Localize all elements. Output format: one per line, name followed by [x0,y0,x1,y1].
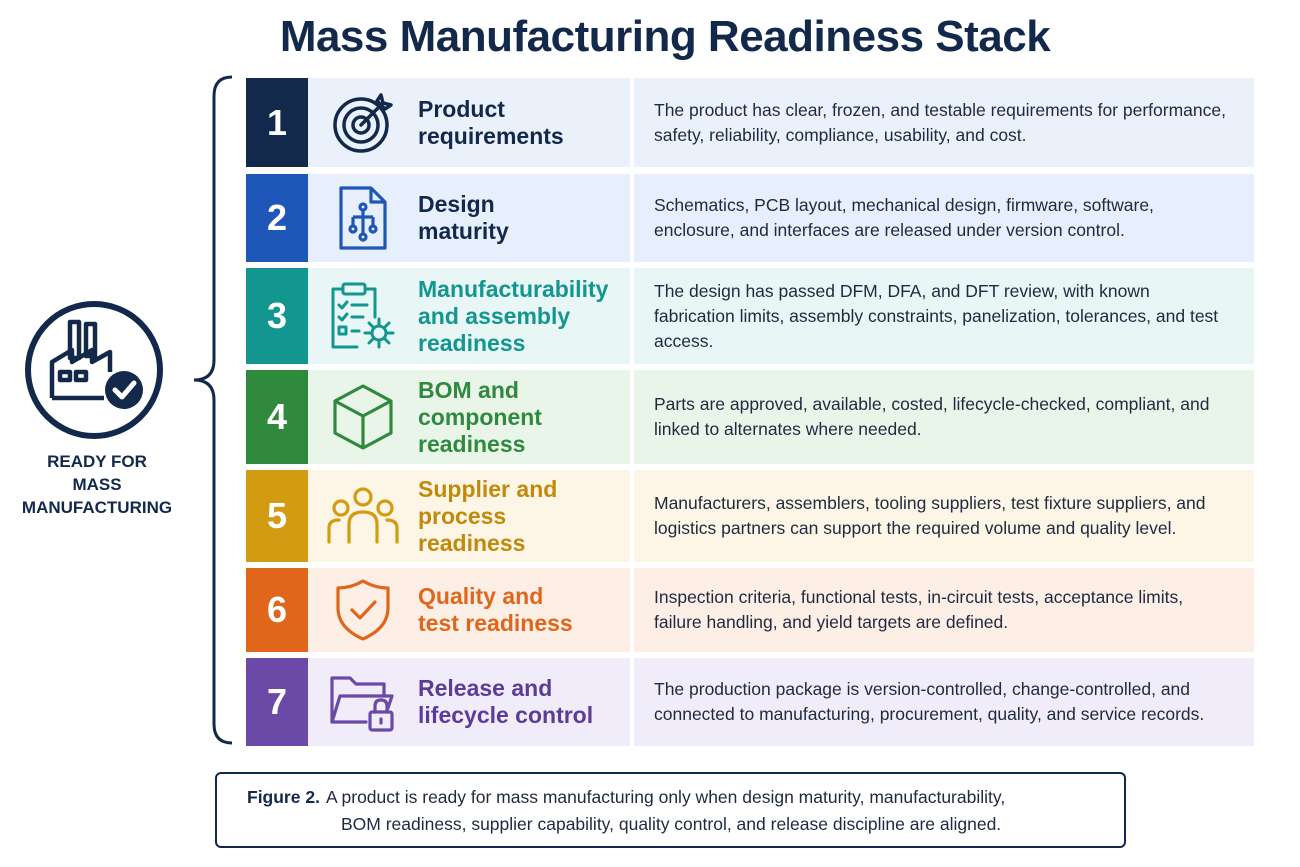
step-number: 1 [246,78,308,167]
step-label-line: test readiness [418,610,573,636]
step-description: The product has clear, frozen, and testa… [654,99,1226,145]
step-label-line: Manufacturability [418,275,609,302]
step-number: 6 [246,568,308,652]
figure-caption: Figure 2.A product is ready for mass man… [215,772,1126,848]
step-number: 5 [246,470,308,562]
stack-row-4: 4 BOM and component readiness Parts are … [246,370,1254,464]
caption-line-2: BOM readiness, supplier capability, qual… [341,814,1002,834]
step-number: 2 [246,174,308,262]
stack-row-5: 5 Supplier and process readiness [246,470,1254,562]
step-label-line: Design [418,191,495,217]
step-number: 3 [246,268,308,364]
badge-label-line: MANUFACTURING [21,498,173,517]
step-label-line: Supplier and [418,475,558,502]
stack-row-2: 2 Design maturity Schematics, PCB layout… [246,174,1254,262]
step-label: Supplier and process readiness [418,476,623,557]
step-description: Inspection criteria, functional tests, i… [654,587,1184,632]
stack-row-7: 7 Release and lifecycle control [246,658,1254,746]
badge-label-line: MASS [72,475,122,494]
cube-icon [333,384,393,450]
step-number: 7 [246,658,308,746]
step-label-line: Quality and [418,583,544,609]
shield-check-icon [336,579,390,641]
step-label: Product requirements [418,96,623,150]
folder-lock-icon [330,676,394,732]
caption-line-1: A product is ready for mass manufacturin… [325,787,1006,807]
step-description: The production package is version-contro… [654,679,1205,724]
people-group-icon [327,487,399,544]
stack-row-6: 6 Quality and test readiness Inspection … [246,568,1254,652]
stack-row-1: 1 Product requirements The product has c… [246,78,1254,167]
step-label-line: readiness [418,329,526,356]
step-label-line: readiness [418,529,526,556]
step-label: BOM and component readiness [418,377,623,458]
curly-brace [193,75,233,745]
step-label-line: requirements [418,122,564,149]
factory-check-icon [25,301,163,439]
step-label-line: component [418,403,542,430]
schematic-document-icon [339,186,387,250]
step-label-line: process [418,502,507,529]
step-description: Schematics, PCB layout, mechanical desig… [654,195,1154,240]
step-label-line: maturity [418,218,509,244]
step-description: Parts are approved, available, costed, l… [654,394,1210,439]
step-description: The design has passed DFM, DFA, and DFT … [654,280,1219,351]
step-label: Design maturity [418,191,623,245]
checklist-gear-icon [331,282,395,349]
step-label-line: BOM and [418,376,519,403]
step-label-line: Product [418,95,505,122]
step-label: Release and lifecycle control [418,675,623,729]
stack-row-3: 3 Manufacturability and ass [246,268,1254,364]
step-label-line: and assembly [418,302,571,329]
badge-label-line: READY FOR [47,452,147,471]
step-label: Quality and test readiness [418,583,623,637]
target-icon [333,92,393,153]
figure-label: Figure 2. [247,787,320,807]
step-label-line: lifecycle control [418,702,594,728]
badge-label: READY FOR MASS MANUFACTURING [0,450,194,519]
step-label-line: readiness [418,430,526,457]
step-label-line: Release and [418,675,553,701]
page-title: Mass Manufacturing Readiness Stack [279,12,1051,61]
step-label: Manufacturability and assembly readiness [418,276,623,357]
step-description: Manufacturers, assemblers, tooling suppl… [654,493,1206,538]
step-number: 4 [246,370,308,464]
